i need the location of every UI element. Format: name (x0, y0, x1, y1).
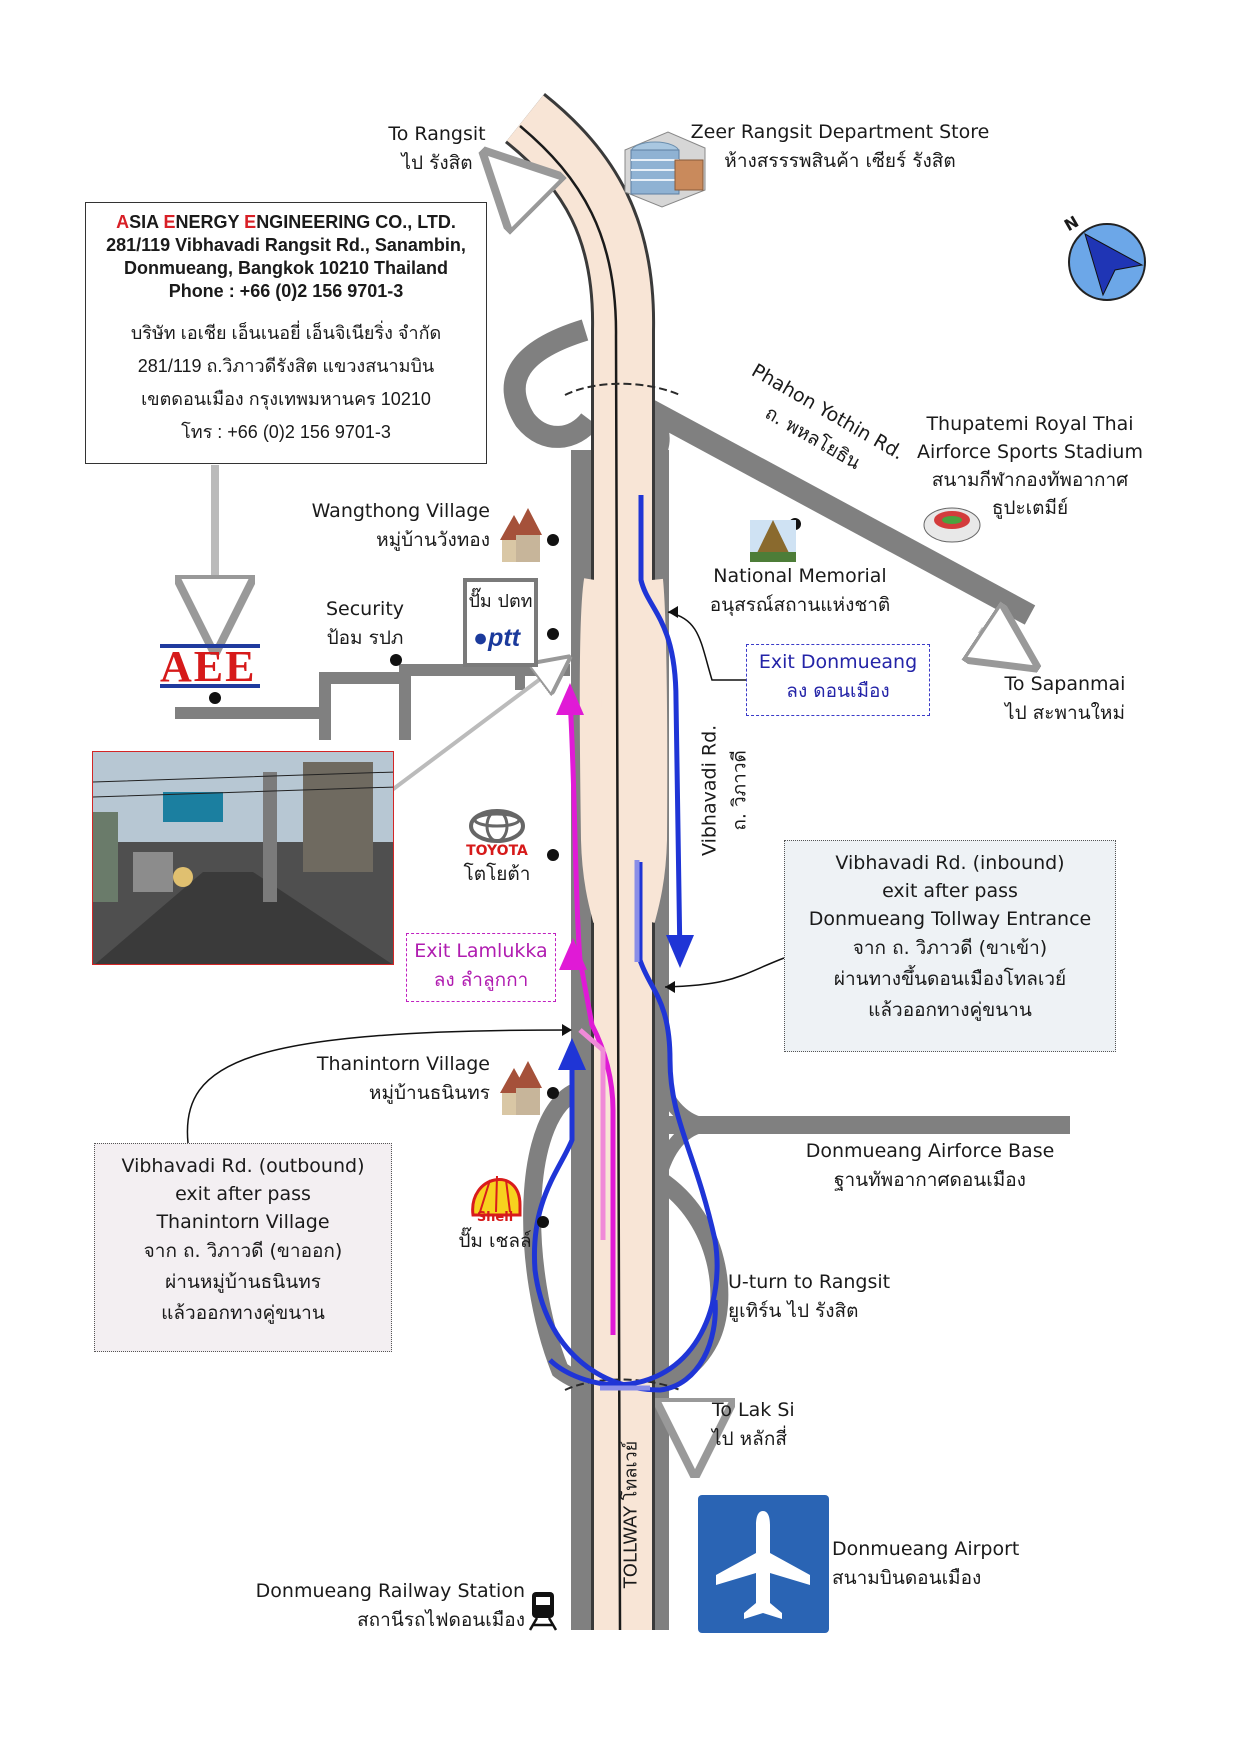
company-address-th-2: เขตดอนเมือง กรุงเทพมหานคร 10210 (141, 389, 431, 409)
compass-icon (1068, 223, 1146, 301)
shell-label: Shell ปั๊ม เชลล์ (458, 1210, 532, 1252)
thanintorn-dot (547, 1087, 559, 1099)
aee-logo: AEE (160, 642, 257, 691)
shell-dot (537, 1216, 549, 1228)
tollway-label: TOLLWAY โทลเวย์ (620, 1440, 642, 1589)
security-dot (390, 654, 402, 666)
photo-arrow (390, 668, 555, 792)
airforce-base-curve (653, 1077, 711, 1178)
security-spur (319, 670, 411, 740)
tollway-road-surface (506, 95, 653, 1630)
ptt-logo: ●ptt (473, 624, 521, 652)
callout-donmueang (667, 611, 746, 681)
callout-arrowhead-3 (562, 1024, 572, 1036)
wangthong-village-icon (500, 508, 542, 562)
interchange-loop (503, 319, 599, 448)
to-sapanmai-arrow (980, 630, 1010, 650)
tollway-ramp-north (579, 578, 615, 923)
callout-arrowhead-2 (665, 981, 675, 993)
company-address-en-2: Donmueang, Bangkok 10210 Thailand (123, 258, 449, 278)
toyota-logo-icon (469, 809, 525, 843)
to-rangsit-arrow (510, 178, 537, 205)
route-outbound-arrow-mid (559, 938, 587, 970)
tollway-ramp-south (633, 578, 668, 923)
access-road (175, 664, 570, 719)
route-outbound-light (578, 1028, 606, 1240)
national-memorial-icon (750, 520, 796, 562)
route-inbound (638, 495, 683, 961)
callout-arrowhead-1 (668, 606, 678, 618)
airplane-icon (716, 1511, 810, 1619)
ptt-dot (547, 628, 559, 640)
aee-logo-bar-top (160, 644, 260, 648)
route-outbound-uturn (531, 1050, 718, 1393)
wangthong-dot (547, 534, 559, 546)
phahon-yothin-road (644, 400, 1036, 625)
thanintorn-village-icon (500, 1061, 542, 1115)
airport-sign (698, 1495, 829, 1633)
stadium-icon (923, 507, 981, 543)
ptt-station-sign: ปั๊ม ปตท ●ptt (463, 578, 538, 667)
company-phone-en[interactable]: Phone : +66 (0)2 156 9701-3 (168, 281, 404, 301)
outbound-note-box: Vibhavadi Rd. (outbound) exit after pass… (94, 1143, 392, 1352)
train-icon (528, 1592, 558, 1631)
company-phone-th[interactable]: โทร : +66 (0)2 156 9701-3 (181, 422, 391, 442)
route-outbound-arrow-upper (556, 683, 584, 715)
aee-logo-bar-bottom (160, 684, 260, 688)
company-name-en: ASIA ENERGY ENGINEERING CO., LTD. (116, 212, 456, 232)
route-outbound-arrow-lower (558, 1038, 586, 1070)
aee-dot (209, 692, 221, 704)
inbound-note-box: Vibhavadi Rd. (inbound) exit after pass … (784, 840, 1116, 1052)
callout-outbound (186, 1029, 571, 1144)
company-info-box: ASIA ENERGY ENGINEERING CO., LTD. 281/11… (85, 202, 487, 464)
vibhavadi-road-label: Vibhavadi Rd.ถ. วิภาวดี (698, 724, 751, 856)
route-outbound (567, 699, 616, 1335)
company-address-en-1: 281/119 Vibhavadi Rangsit Rd., Sanambin, (106, 235, 466, 255)
company-name-th: บริษัท เอเชีย เอ็นเนอยี่ เอ็นจิเนียริ่ง … (130, 323, 442, 343)
department-store-icon (624, 131, 706, 208)
shell-logo-icon (471, 1175, 522, 1217)
toyota-label: TOYOTA โตโยต้า (463, 843, 531, 885)
callout-inbound (664, 957, 785, 988)
street-photo (92, 751, 394, 965)
route-inbound-arrow (666, 935, 694, 968)
ptt-label-th: ปั๊ม ปตท (468, 591, 533, 612)
toyota-dot (547, 849, 559, 861)
company-address-th-1: 281/119 ถ.วิภาวดีรังสิต แขวงสนามบิน (137, 356, 435, 376)
